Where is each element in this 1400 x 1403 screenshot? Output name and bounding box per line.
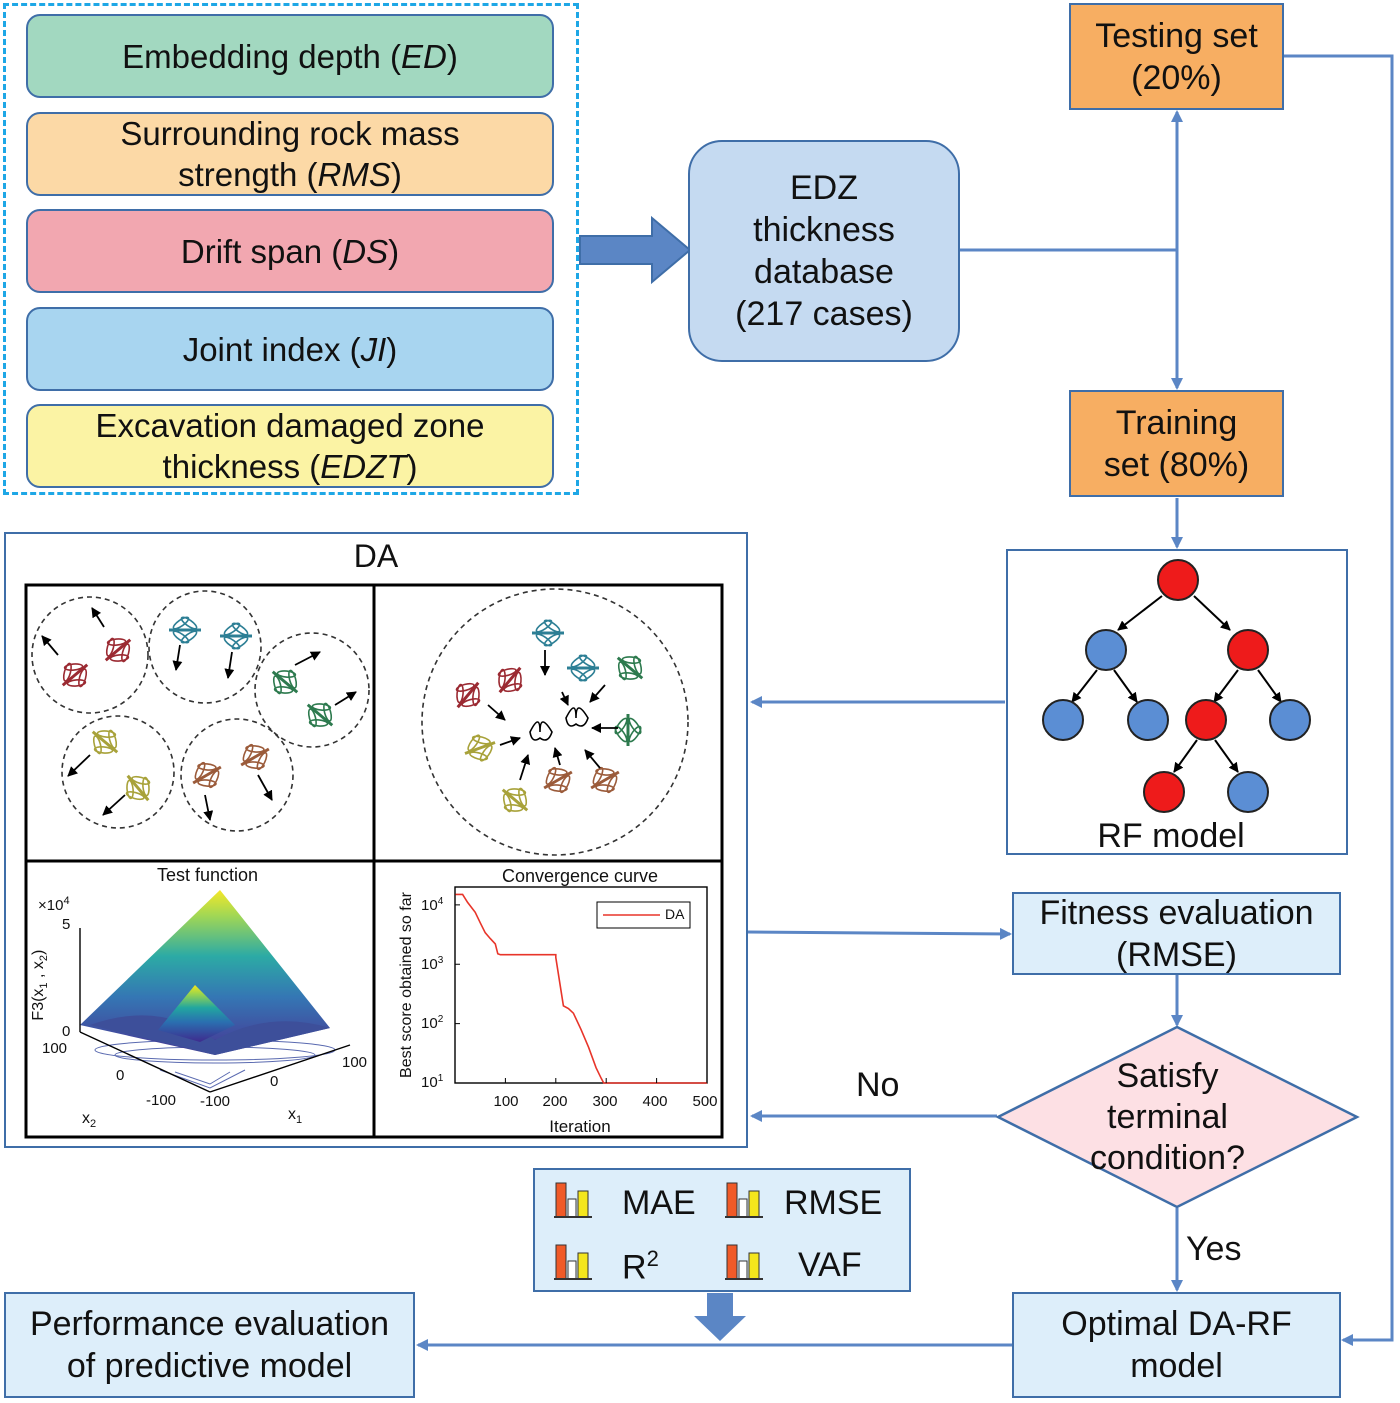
bar-chart-icon bbox=[553, 1182, 593, 1218]
rf-model-label: RF model bbox=[1097, 817, 1245, 855]
testing-set-box: Testing set(20%) bbox=[1069, 3, 1284, 110]
da-to-fitness-arrow bbox=[747, 927, 1012, 940]
bar-chart-icon bbox=[724, 1244, 764, 1280]
tree-node bbox=[1143, 771, 1185, 813]
da-title: DA bbox=[353, 538, 399, 574]
tree-node bbox=[1042, 699, 1084, 741]
tree-node bbox=[1227, 771, 1269, 813]
y-tick-10-1: 101 bbox=[421, 1073, 444, 1091]
metric-mae: MAE bbox=[622, 1184, 696, 1222]
tree-node bbox=[1085, 629, 1127, 671]
convergence-series-da bbox=[455, 893, 707, 1084]
test-function-title: Test function bbox=[156, 865, 259, 885]
decision-tree-diagram bbox=[1042, 559, 1311, 813]
x-tick-500: 500 bbox=[692, 1093, 718, 1110]
fitness-evaluation-box: Fitness evaluation(RMSE) bbox=[1012, 892, 1341, 975]
metric-rmse: RMSE bbox=[784, 1184, 883, 1222]
metrics-down-arrow bbox=[694, 1293, 746, 1341]
no-label: No bbox=[856, 1066, 900, 1104]
bar-chart-icon bbox=[724, 1182, 764, 1218]
metric-r2: R2 bbox=[622, 1246, 659, 1287]
food-source-icon bbox=[529, 707, 589, 741]
input-features-group bbox=[3, 3, 579, 495]
z-tick-5: 5 bbox=[62, 916, 71, 933]
x2-tick-neg100: -100 bbox=[146, 1092, 177, 1109]
feature-drift-span: Drift span (DS) bbox=[26, 209, 554, 293]
tree-root-node bbox=[1157, 559, 1199, 601]
legend-label-da: DA bbox=[665, 906, 685, 922]
feature-embedding-depth: Embedding depth (ED) bbox=[26, 14, 554, 98]
testing-to-optimal-arrow bbox=[1284, 54, 1394, 1346]
x-tick-300: 300 bbox=[592, 1093, 618, 1110]
metrics-box bbox=[533, 1168, 911, 1292]
rf-model-box: RF model bbox=[1006, 549, 1348, 855]
x2-tick-100: 100 bbox=[42, 1040, 68, 1057]
metric-vaf: VAF bbox=[798, 1246, 862, 1284]
x1-axis-label: x1 bbox=[288, 1106, 303, 1127]
convergence-title: Convergence curve bbox=[501, 866, 659, 886]
x-tick-400: 400 bbox=[642, 1093, 668, 1110]
tree-node bbox=[1227, 629, 1269, 671]
features-to-db-arrow bbox=[579, 215, 692, 285]
convergence-xlabel: Iteration bbox=[549, 1117, 611, 1136]
tree-node bbox=[1127, 699, 1169, 741]
tree-node bbox=[1185, 699, 1227, 741]
x1-tick-0: 0 bbox=[270, 1073, 279, 1090]
yes-label: Yes bbox=[1186, 1230, 1242, 1268]
x2-axis-label: x2 bbox=[82, 1110, 97, 1131]
z-multiplier-label: ×104 bbox=[38, 895, 70, 914]
x1-tick-100: 100 bbox=[342, 1054, 368, 1071]
y-tick-10-2: 102 bbox=[421, 1014, 444, 1032]
x-tick-100: 100 bbox=[493, 1093, 519, 1110]
z-tick-0: 0 bbox=[62, 1023, 71, 1040]
bar-chart-icon bbox=[553, 1244, 593, 1280]
y-tick-10-3: 103 bbox=[421, 955, 444, 973]
x1-tick-neg100: -100 bbox=[200, 1093, 231, 1110]
y-tick-10-4: 104 bbox=[421, 896, 444, 914]
x-tick-200: 200 bbox=[542, 1093, 568, 1110]
x2-tick-0: 0 bbox=[116, 1067, 125, 1084]
edz-database-box: EDZ thickness database (217 cases) bbox=[688, 140, 960, 362]
tree-node bbox=[1269, 699, 1311, 741]
terminal-condition-diamond bbox=[995, 1025, 1360, 1209]
feature-joint-index: Joint index (JI) bbox=[26, 307, 554, 391]
